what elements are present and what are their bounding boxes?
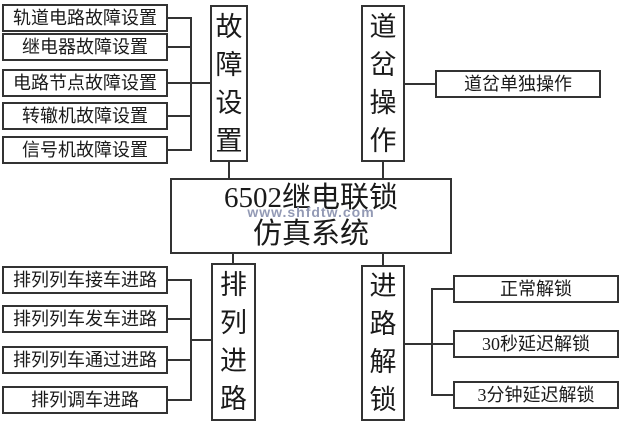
connector-line <box>382 254 384 265</box>
connector-line <box>168 115 192 117</box>
switch-operation-title-box: 道岔操作 <box>361 5 405 162</box>
connector-line <box>190 339 211 341</box>
connector-line <box>168 399 192 401</box>
connector-line <box>382 162 384 178</box>
connector-line <box>431 288 433 396</box>
connector-line <box>405 343 433 345</box>
unlock-item-3min-delay: 3分钟延迟解锁 <box>453 381 619 409</box>
route-item-departure: 排列列车发车进路 <box>2 305 168 333</box>
fault-item-relay: 继电器故障设置 <box>2 33 168 61</box>
connector-line <box>232 254 234 263</box>
system-title-line2: 仿真系统 <box>252 218 369 250</box>
route-item-shunting: 排列调车进路 <box>2 386 168 414</box>
route-item-through: 排列列车通过进路 <box>2 346 168 374</box>
fault-item-circuit-node: 电路节点故障设置 <box>2 69 168 97</box>
connector-line <box>431 288 453 290</box>
connector-line <box>168 46 192 48</box>
connector-line <box>431 394 453 396</box>
fault-setting-title-box: 故障设置 <box>210 5 248 162</box>
center-system-box: 6502继电联锁 仿真系统 www.shfdtw.com <box>170 178 452 254</box>
route-item-receiving: 排列列车接车进路 <box>2 266 168 294</box>
route-unlock-title-box: 进路解锁 <box>361 265 405 421</box>
connector-line <box>405 83 435 85</box>
connector-line <box>168 279 192 281</box>
fault-item-switch-machine: 转辙机故障设置 <box>2 102 168 130</box>
connector-line <box>168 359 192 361</box>
connector-line <box>168 318 192 320</box>
connector-line <box>168 82 210 84</box>
connector-line <box>168 17 192 19</box>
switch-item-individual-operation: 道岔单独操作 <box>435 70 601 98</box>
connector-line <box>431 343 453 345</box>
connector-line <box>228 162 230 178</box>
connector-line <box>190 17 192 151</box>
unlock-item-30s-delay: 30秒延迟解锁 <box>453 330 619 358</box>
system-title-line1: 6502继电联锁 <box>223 182 398 214</box>
fault-item-signal-machine: 信号机故障设置 <box>2 136 168 164</box>
fault-item-track-circuit: 轨道电路故障设置 <box>2 4 168 32</box>
connector-line <box>168 149 192 151</box>
route-setting-title-box: 排列进路 <box>211 263 256 421</box>
unlock-item-normal: 正常解锁 <box>453 275 619 303</box>
